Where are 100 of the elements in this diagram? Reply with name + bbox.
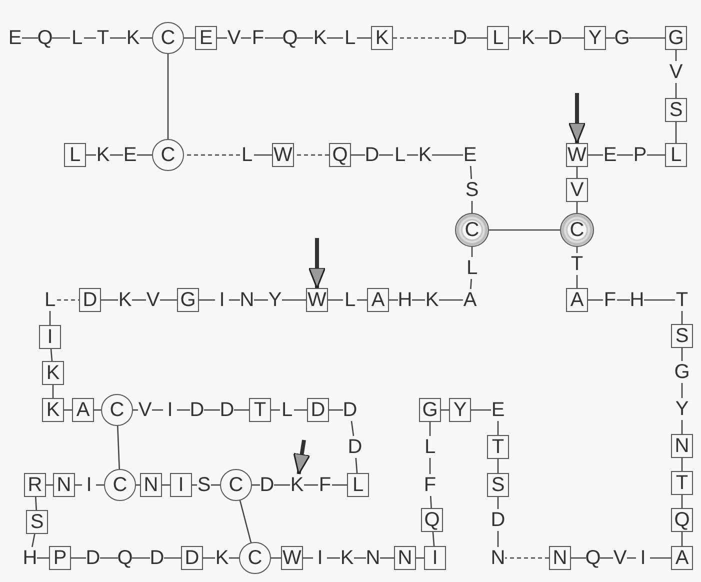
connector-line [229,557,239,559]
connector-line [380,557,394,559]
connector-line [471,201,473,213]
residue-letter: N [490,547,506,569]
residue-letter: I [636,547,650,569]
residue-letter: D [548,27,562,49]
connector-line [239,500,252,543]
connector-line [576,202,578,213]
connector-line [681,495,683,508]
connector-line [282,299,306,301]
connector-line [50,348,53,362]
connector-line [137,154,152,156]
connector-line [571,557,586,559]
connector-line [254,154,272,156]
dashed-connector [57,299,79,301]
residue-letter: K [520,27,536,49]
residue-letter: S [464,179,480,201]
connector-line [647,154,665,156]
connector-line [489,229,560,231]
connector-line [217,37,227,39]
connector-line [497,497,499,509]
residue-letter: D [150,547,164,569]
connector-line [329,409,343,411]
connector-line [328,299,343,301]
connector-line [471,409,491,411]
boxed-residue: P [49,546,71,570]
connector-line [629,37,665,39]
connector-line [497,421,499,435]
boxed-residue: S [665,98,687,122]
residue-letter: V [668,61,684,83]
residue-letter: T [570,253,584,275]
boxed-residue: N [394,546,416,570]
connector-line [327,557,340,559]
connector-line [432,154,463,156]
connector-line [675,122,677,143]
residue-letter: T [96,27,110,49]
connector-line [429,458,431,474]
boxed-residue: W [281,546,303,570]
connector-line [204,409,220,411]
boxed-residue: D [79,288,101,312]
connector-line [110,37,126,39]
residue-letter: E [122,144,138,166]
connector-line [470,278,472,290]
connector-line [327,37,343,39]
connector-line [49,311,51,325]
connector-line [84,37,96,39]
residue-letter: E [462,144,478,166]
residue-letter: L [70,27,84,49]
dashed-connector [505,557,549,559]
connector-line [332,484,347,486]
connector-line [241,37,251,39]
boxed-residue: Y [584,26,606,50]
connector-line [46,484,53,486]
connector-line [535,37,548,39]
connector-line [430,496,432,508]
connector-line [412,299,425,301]
connector-line [35,496,37,510]
connector-line [100,557,118,559]
residue-letter: N [366,547,380,569]
boxed-residue: T [671,471,693,495]
connector-line [211,484,220,486]
connector-line [675,50,677,61]
connector-line [160,299,177,301]
boxed-residue: S [671,324,693,348]
shaded-circled-residue: C [560,213,594,247]
boxed-residue: T [487,435,509,459]
residue-letter: K [126,27,140,49]
connector-line [152,409,163,411]
residue-letter: V [612,547,628,569]
boxed-residue: I [39,325,61,349]
boxed-residue: A [367,288,389,312]
residue-letter: H [398,289,412,311]
connector-line [432,532,435,546]
pointer-arrow [308,238,326,289]
connector-line [357,299,367,301]
connector-line [650,557,671,559]
connector-line [133,409,138,411]
connector-line [497,531,499,547]
connector-line [136,484,140,486]
boxed-residue: D [307,398,329,422]
connector-line [681,383,683,398]
connector-line [52,37,70,39]
residue-letter: I [82,474,96,496]
residue-letter: H [22,547,38,569]
residue-letter: K [214,547,230,569]
boxed-residue: R [24,473,46,497]
residue-letter: I [162,399,178,421]
boxed-residue: L [64,143,86,167]
connector-line [229,299,240,301]
connector-line [52,385,54,398]
residue-letter: G [674,361,690,383]
residue-letter: L [240,144,254,166]
boxed-residue: Q [421,508,443,532]
residue-letter: D [364,144,380,166]
dashed-connector [393,37,453,39]
connector-line [350,420,354,436]
connector-line [681,311,683,324]
connector-line [192,484,197,486]
circled-residue: C [104,469,136,501]
connector-line [617,154,633,156]
